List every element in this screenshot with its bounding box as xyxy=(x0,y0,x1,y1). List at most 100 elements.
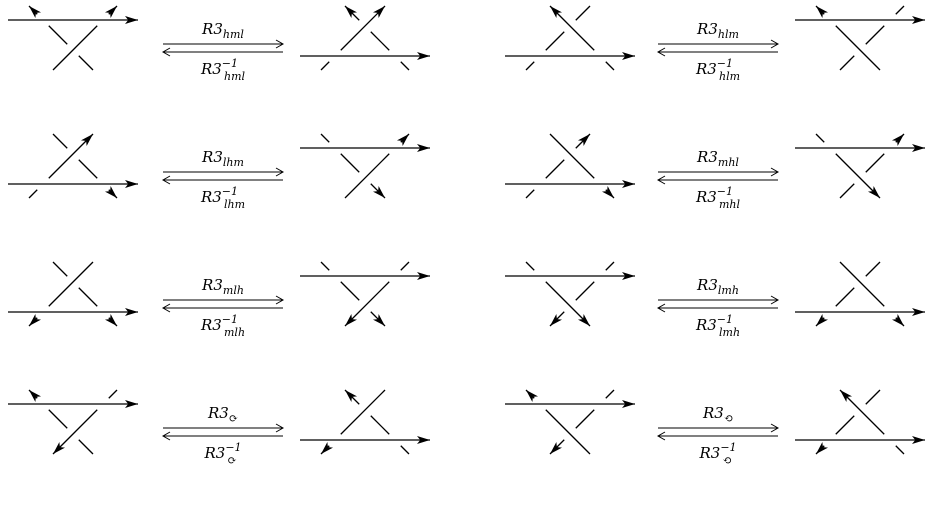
strand-segment xyxy=(895,5,905,15)
strand-segment xyxy=(525,189,535,199)
strand-segment xyxy=(340,5,386,51)
strand-segment xyxy=(78,439,94,455)
arrowhead xyxy=(417,272,430,280)
arrowhead xyxy=(867,185,880,198)
strand-segment xyxy=(839,261,885,307)
arrowhead xyxy=(104,313,117,326)
arrowhead xyxy=(577,313,590,326)
backward-arrow-head xyxy=(656,431,666,441)
arrowhead xyxy=(104,6,117,19)
move-name: R3mhl xyxy=(696,148,739,169)
arrowhead xyxy=(372,6,385,19)
crossing-diagram xyxy=(300,5,430,71)
arrowhead xyxy=(104,185,117,198)
strand-segment xyxy=(605,389,615,399)
crossing-diagram xyxy=(300,133,430,199)
strand-segment xyxy=(839,55,855,71)
crossing-diagram xyxy=(795,389,925,455)
forward-arrow-head xyxy=(275,167,285,177)
strand-segment xyxy=(340,389,386,435)
move-name: R3⟲ xyxy=(702,404,733,425)
arrowhead xyxy=(345,390,358,403)
arrowhead xyxy=(816,441,829,454)
strand-segment xyxy=(370,415,390,435)
crossing-diagram xyxy=(8,261,138,327)
strand-segment xyxy=(605,261,615,271)
strand-segment xyxy=(78,287,98,307)
strand-segment xyxy=(320,133,330,143)
forward-arrow-head xyxy=(275,423,285,433)
strand-segment xyxy=(52,409,98,455)
backward-arrow-head xyxy=(656,175,666,185)
move-name: R3⟳ xyxy=(207,404,238,425)
strand-segment xyxy=(344,153,390,199)
strand-segment xyxy=(835,415,855,435)
strand-segment xyxy=(52,261,68,277)
backward-arrow-head xyxy=(656,47,666,57)
arrowhead xyxy=(601,185,614,198)
arrowhead xyxy=(417,52,430,60)
arrowhead xyxy=(321,441,334,454)
arrowhead xyxy=(550,313,563,326)
crossing-diagram xyxy=(505,5,635,71)
backward-arrow-head xyxy=(161,303,171,313)
arrowhead xyxy=(345,6,358,19)
arrowhead xyxy=(550,441,563,454)
arrowhead xyxy=(891,313,904,326)
strand-segment xyxy=(575,5,591,21)
crossing-diagram xyxy=(300,389,430,455)
arrowhead xyxy=(550,6,563,19)
arrowhead xyxy=(622,52,635,60)
strand-segment xyxy=(320,61,330,71)
strand-segment xyxy=(545,281,591,327)
strand-segment xyxy=(525,261,535,271)
strand-segment xyxy=(815,133,825,143)
move-name: R3lmh xyxy=(696,276,739,297)
strand-segment xyxy=(525,61,535,71)
move-inverse-name: R3−1⟲ xyxy=(698,441,736,467)
arrowhead xyxy=(622,400,635,408)
strand-segment xyxy=(48,25,68,45)
strand-segment xyxy=(400,61,410,71)
move-label-cyc-cw: R3⟳ R3−1⟳ xyxy=(161,404,285,467)
arrowhead xyxy=(29,6,42,19)
arrowhead xyxy=(912,308,925,316)
strand-segment xyxy=(370,31,390,51)
forward-arrow-head xyxy=(275,39,285,49)
strand-segment xyxy=(575,409,595,429)
backward-arrow-head xyxy=(161,431,171,441)
strand-segment xyxy=(108,389,118,399)
crossing-diagram xyxy=(300,261,430,327)
arrowhead xyxy=(125,308,138,316)
strand-segment xyxy=(839,183,855,199)
strand-segment xyxy=(895,445,905,455)
strand-segment xyxy=(52,133,68,149)
arrowhead xyxy=(912,144,925,152)
arrowhead xyxy=(125,16,138,24)
arrowhead xyxy=(891,134,904,147)
strand-segment xyxy=(545,409,591,455)
crossing-diagram xyxy=(505,261,635,327)
move-inverse-name: R3−1⟳ xyxy=(203,441,241,467)
strand-segment xyxy=(52,25,98,71)
strand-segment xyxy=(865,25,885,45)
backward-arrow-head xyxy=(161,175,171,185)
arrowhead xyxy=(840,390,853,403)
forward-arrow-head xyxy=(275,295,285,305)
strand-segment xyxy=(28,189,38,199)
strand-segment xyxy=(549,133,595,179)
crossing-diagram xyxy=(505,389,635,455)
arrowhead xyxy=(577,134,590,147)
arrowhead xyxy=(816,313,829,326)
move-label-cyc-ccw: R3⟲ R3−1⟲ xyxy=(656,404,780,467)
crossing-diagram xyxy=(505,133,635,199)
strand-segment xyxy=(835,25,881,71)
arrowhead xyxy=(417,436,430,444)
